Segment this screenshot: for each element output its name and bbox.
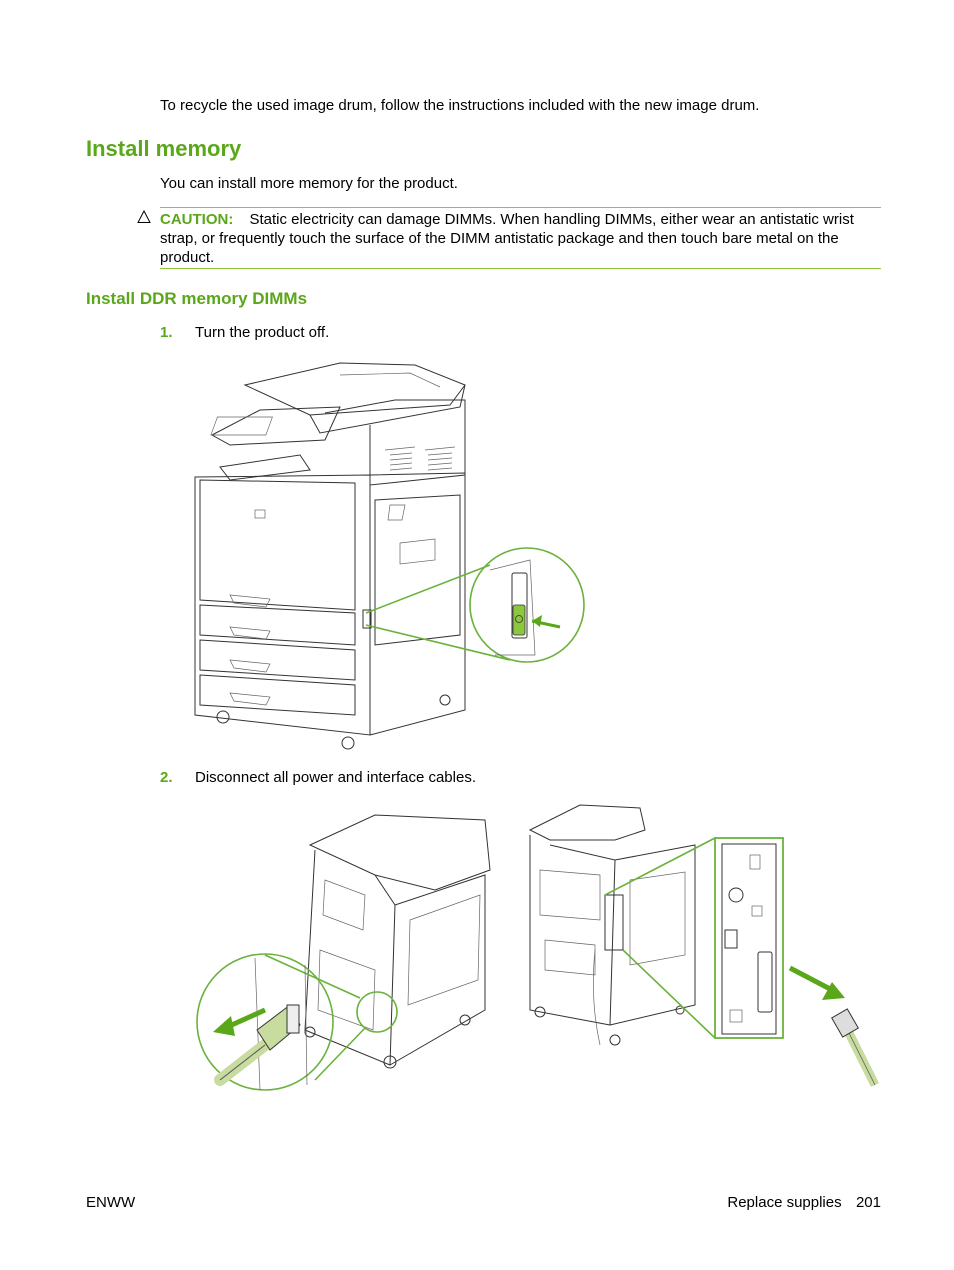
intro-text: To recycle the used image drum, follow t… [160,97,760,114]
caution-label: CAUTION: [160,211,234,228]
step-number: 1. [160,324,173,341]
subsection-title: Install DDR memory DIMMs [86,289,308,308]
caution-text: Static electricity can damage DIMMs. Whe… [160,211,854,266]
interface-cables-illustration [528,804,880,1088]
step-number: 2. [160,769,173,786]
power-cord-disconnect-illustration [196,814,491,1091]
step-2-text: Disconnect all power and interface cable… [195,769,476,786]
section-title: Install memory [86,136,242,161]
printer-power-switch-illustration [194,362,585,750]
page-number: 201 [855,1194,881,1211]
caution-note: CAUTION: Static electricity can damage D… [160,207,881,269]
step-1: 1. [160,323,173,342]
footer-right: Replace supplies 201 [727,1194,881,1211]
caution-triangle-icon [137,210,151,223]
section-lead: You can install more memory for the prod… [160,175,458,192]
step-1-text: Turn the product off. [195,324,330,341]
step-2: 2. [160,768,173,787]
footer-left: ENWW [86,1194,136,1211]
footer-section: Replace supplies [727,1194,842,1211]
